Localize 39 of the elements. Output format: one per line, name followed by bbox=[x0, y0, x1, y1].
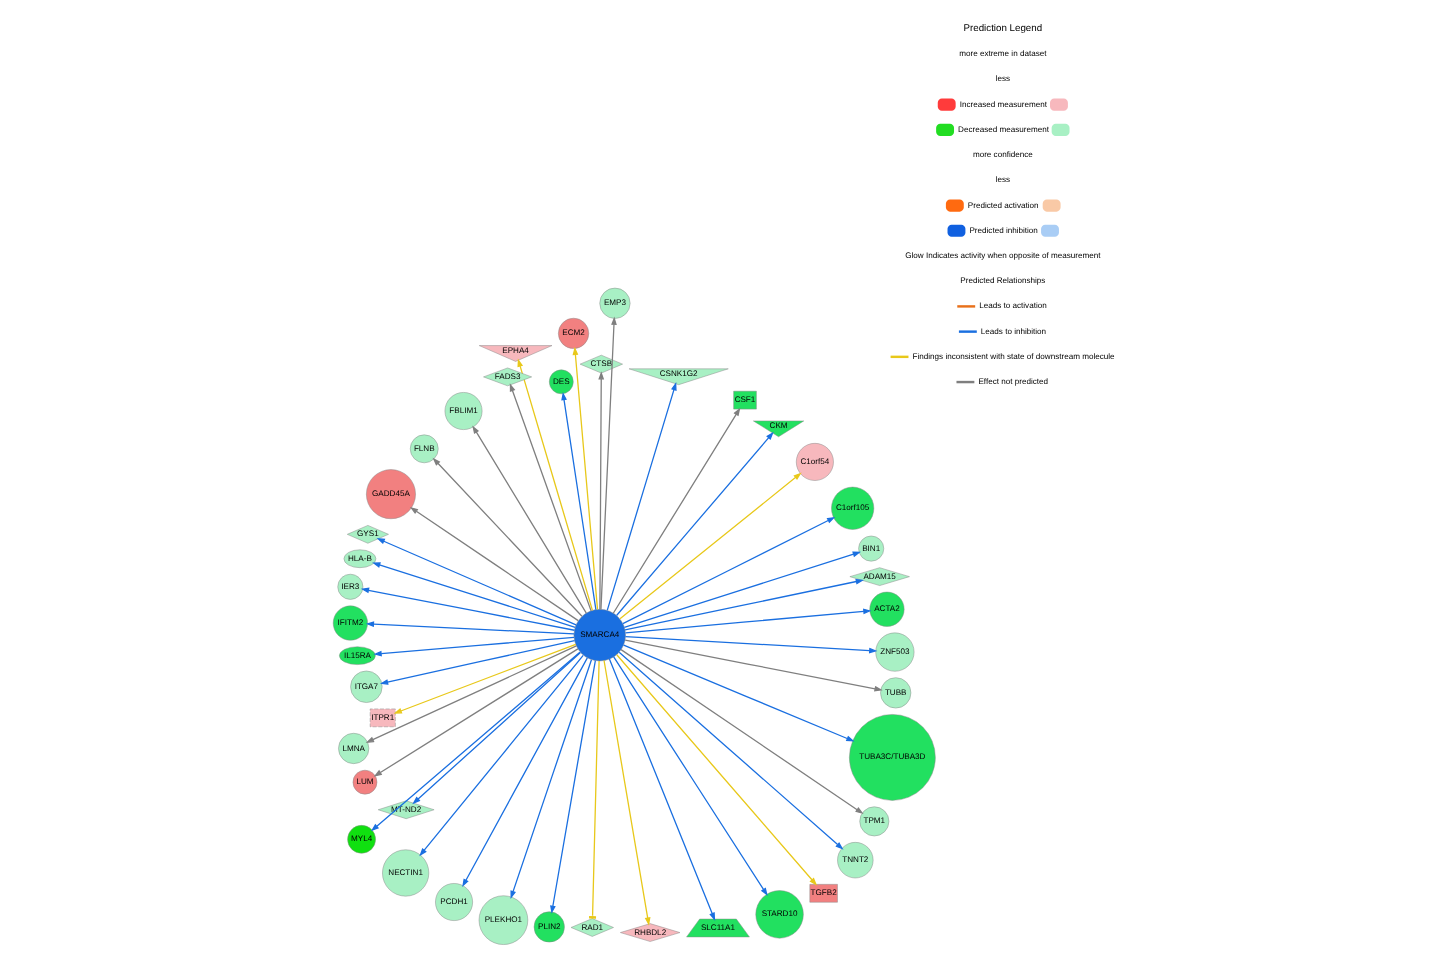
arrow bbox=[598, 371, 605, 611]
arrow bbox=[623, 551, 861, 628]
arrow bbox=[517, 358, 594, 612]
arrow bbox=[373, 636, 575, 657]
arrow bbox=[419, 654, 584, 857]
arrow bbox=[372, 562, 576, 628]
arrow bbox=[624, 578, 865, 631]
arrow bbox=[550, 659, 596, 914]
arrow bbox=[620, 648, 864, 815]
arrow bbox=[613, 656, 768, 897]
arrow bbox=[462, 657, 588, 888]
arrow bbox=[412, 651, 582, 805]
arrow bbox=[379, 640, 576, 685]
arrow bbox=[409, 506, 579, 622]
arrow bbox=[624, 639, 883, 692]
arrow bbox=[603, 659, 651, 926]
arrow bbox=[561, 391, 597, 611]
arrow bbox=[612, 407, 741, 614]
arrow bbox=[600, 316, 617, 611]
arrow bbox=[376, 538, 577, 626]
arrow bbox=[624, 635, 878, 654]
arrow bbox=[393, 643, 577, 714]
arrow bbox=[606, 382, 677, 611]
arrow bbox=[618, 651, 844, 850]
arrow bbox=[615, 431, 774, 617]
arrow bbox=[623, 644, 855, 742]
arrow bbox=[472, 425, 587, 614]
arrow bbox=[510, 659, 593, 900]
arrow bbox=[619, 472, 802, 620]
arrow bbox=[432, 457, 583, 617]
arrow bbox=[509, 383, 592, 612]
arrow bbox=[608, 658, 716, 921]
arrow bbox=[373, 648, 579, 777]
arrow bbox=[616, 654, 818, 886]
arrow bbox=[572, 346, 599, 611]
arrow bbox=[365, 621, 575, 635]
arrow bbox=[622, 516, 836, 625]
arrow bbox=[360, 587, 576, 631]
arrow bbox=[624, 608, 872, 634]
